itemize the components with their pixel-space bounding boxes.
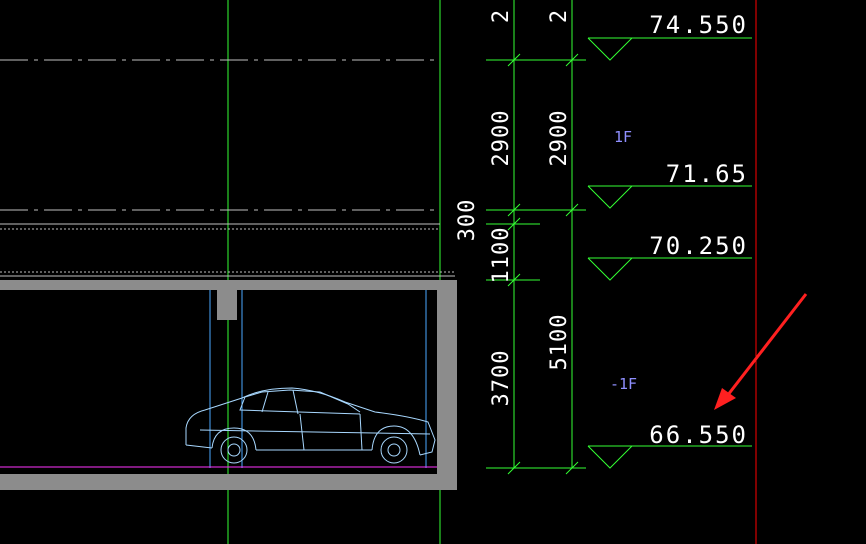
dimension-lines: [486, 0, 586, 475]
red-arrow-icon: [714, 293, 808, 410]
elevation-markers: [587, 37, 752, 469]
elevation-triangle-icon: [587, 37, 752, 61]
basement-structure: [0, 280, 457, 490]
elevation-label-1f: 71.65: [666, 160, 748, 188]
floor-labels: 1F -1F: [610, 128, 637, 393]
elevation-triangle-icon: [587, 185, 752, 209]
dim-inner-2900: 2900: [489, 110, 514, 167]
roof-beam: [217, 290, 237, 320]
dim-outer-top: 2: [547, 9, 572, 23]
elevation-triangle-icon: [587, 257, 752, 281]
elevation-label-basement: 66.550: [649, 421, 748, 449]
dimension-labels-inner: 2 2900 300 1100 3700: [455, 9, 514, 407]
basement-floor-slab: [0, 474, 457, 490]
dim-inner-top: 2: [489, 9, 514, 23]
column-lines: [209, 290, 427, 468]
dim-inner-300: 300: [455, 199, 480, 242]
dashed-floor-lines: [0, 59, 440, 211]
floor-label-b1: -1F: [610, 375, 637, 393]
basement-roof-slab: [0, 280, 457, 290]
dim-outer-5100: 5100: [547, 314, 572, 371]
elevation-triangle-icon: [587, 445, 752, 469]
ground-level-line: [0, 271, 455, 277]
car-outline-icon: [185, 387, 436, 464]
floor-label-1f: 1F: [614, 128, 632, 146]
elevation-labels: 74.550 71.65 70.250 66.550: [649, 11, 748, 449]
slab-1f: [0, 223, 440, 230]
dim-outer-2900: 2900: [547, 110, 572, 167]
dim-inner-1100: 1100: [489, 227, 514, 284]
basement-right-wall: [437, 280, 457, 490]
elevation-label-ground: 70.250: [649, 232, 748, 260]
elevation-label-top: 74.550: [649, 11, 748, 39]
dimension-labels-outer: 2 2900 5100: [547, 9, 572, 371]
dim-inner-3700: 3700: [489, 350, 514, 407]
